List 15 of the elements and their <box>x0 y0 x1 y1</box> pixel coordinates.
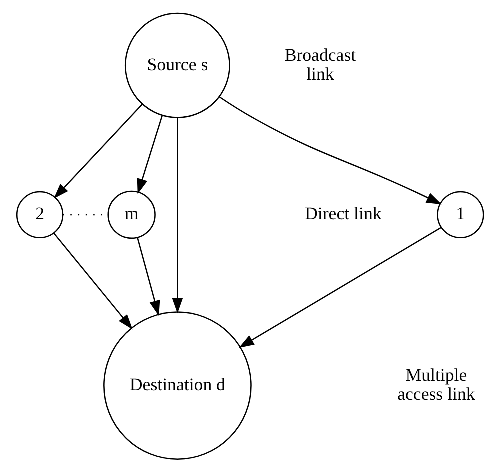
node-circle: Source s <box>124 12 230 118</box>
label: Broadcast link <box>284 44 356 84</box>
arrow <box>137 237 160 316</box>
node-circle: 1 <box>437 191 484 239</box>
label: Multiple access link <box>398 364 476 404</box>
arrow <box>219 96 442 205</box>
node-circle: 2 <box>16 191 64 239</box>
arrow <box>172 118 184 314</box>
arrow <box>137 116 164 194</box>
arrow <box>54 104 144 199</box>
node-circle: Destination d <box>104 312 252 460</box>
label: Direct link <box>305 204 382 224</box>
node-circle: m <box>108 190 156 240</box>
arrow <box>54 233 133 330</box>
arrow <box>239 227 442 348</box>
